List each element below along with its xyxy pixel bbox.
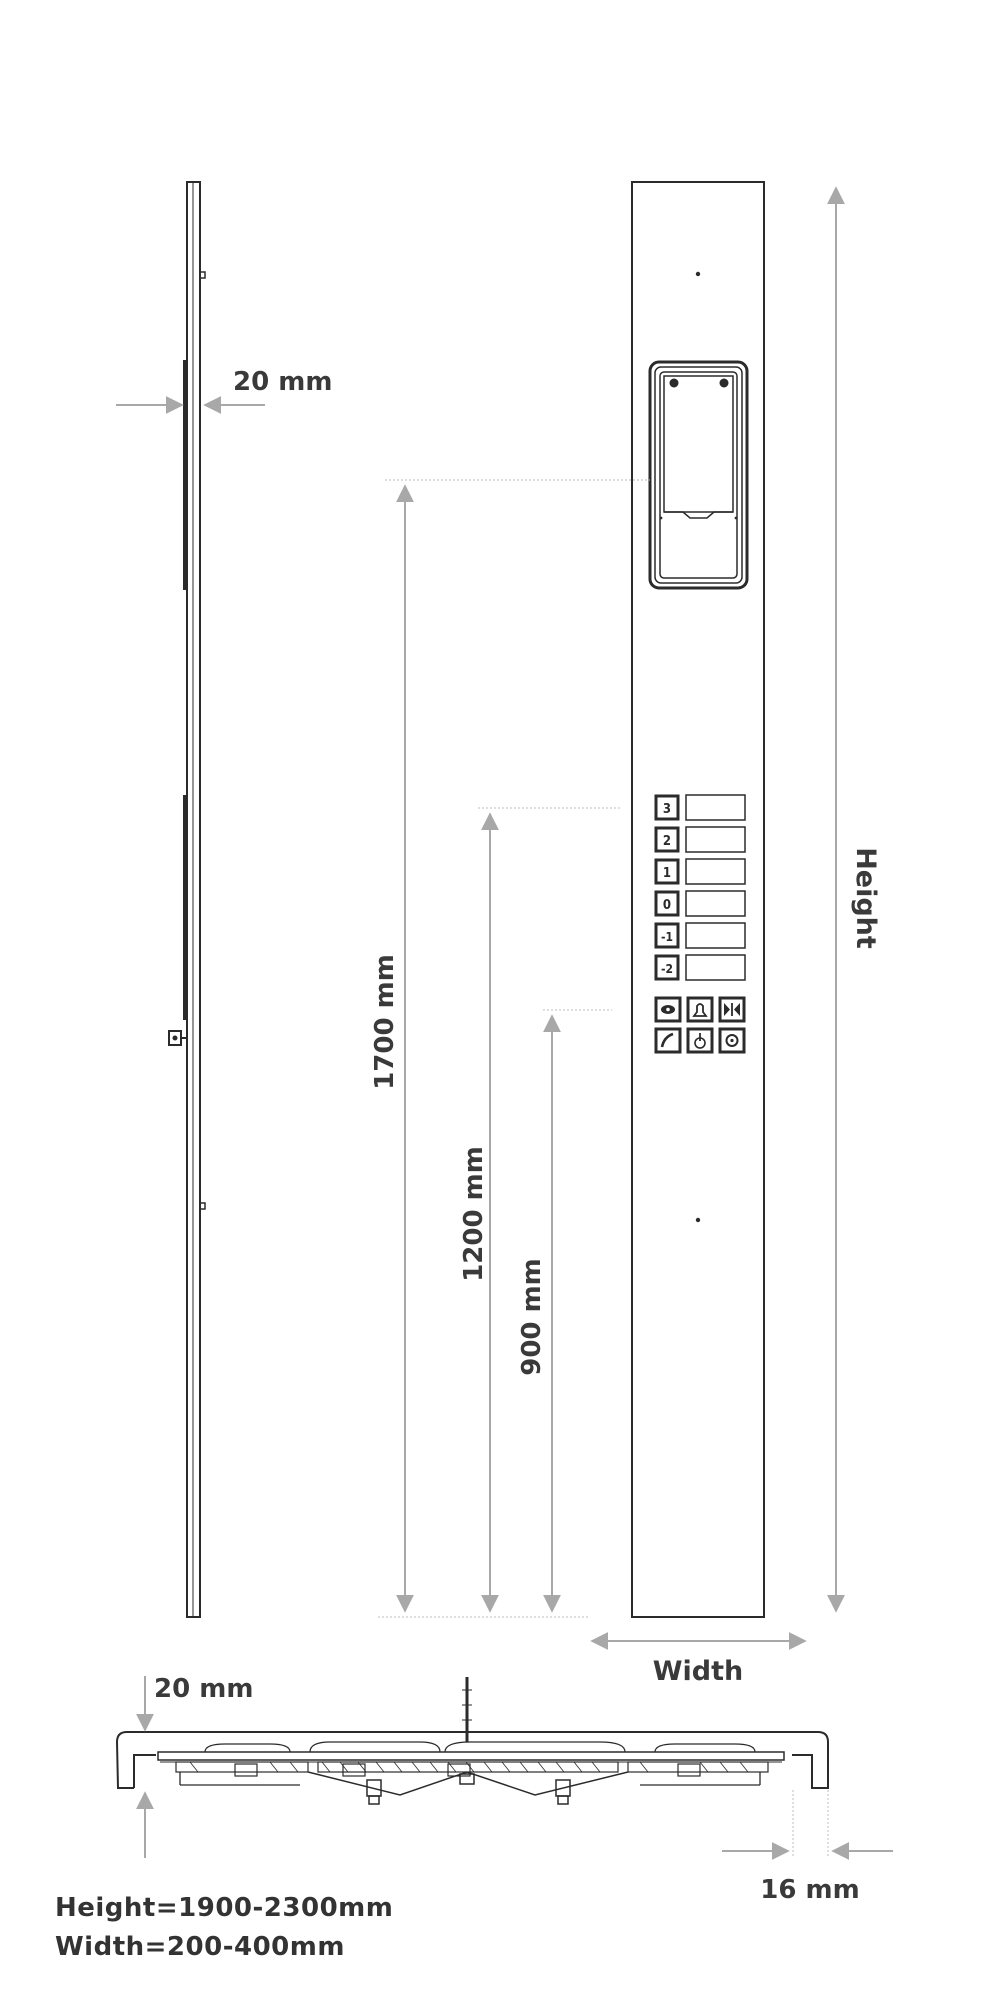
height-label: Height xyxy=(850,847,881,949)
door-open-icon[interactable] xyxy=(718,996,746,1023)
dimension-1200-label: 1200 mm xyxy=(459,1146,489,1282)
dimension-1700-label: 1700 mm xyxy=(370,954,400,1090)
section-view xyxy=(115,1677,829,1805)
width-label: Width xyxy=(653,1656,744,1687)
svg-text:3: 3 xyxy=(663,802,671,817)
bell-icon[interactable] xyxy=(686,996,714,1023)
section-depth-label: 20 mm xyxy=(154,1674,253,1704)
floor-button-group: 3 2 1 0 -1 xyxy=(654,794,746,981)
svg-text:-2: -2 xyxy=(661,962,673,976)
floor-button-2[interactable]: 2 xyxy=(654,826,746,853)
svg-text:2: 2 xyxy=(663,834,671,849)
svg-text:-1: -1 xyxy=(661,930,673,944)
side-view xyxy=(168,181,206,1618)
dimension-900-label: 900 mm xyxy=(517,1258,547,1376)
floor-button-3[interactable]: 3 xyxy=(654,794,746,821)
edge-16-label: 16 mm xyxy=(760,1875,859,1905)
side-depth-label: 20 mm xyxy=(233,367,332,397)
wheelchair-icon[interactable] xyxy=(686,1027,714,1054)
floor-button-0[interactable]: 0 xyxy=(654,890,746,917)
height-range-note: Height=1900-2300mm xyxy=(55,1893,394,1923)
svg-text:1: 1 xyxy=(663,866,671,881)
floor-button-1[interactable]: 1 xyxy=(654,858,746,885)
edge-16-dimension xyxy=(722,1790,893,1860)
display-screen xyxy=(648,360,749,590)
dimension-guides xyxy=(378,479,650,1618)
floor-button-minus-2[interactable]: -2 xyxy=(654,954,746,981)
phone-icon[interactable] xyxy=(654,1027,682,1054)
function-button-group xyxy=(654,996,746,1054)
width-range-note: Width=200-400mm xyxy=(55,1932,345,1962)
eye-icon[interactable] xyxy=(654,996,682,1023)
fan-icon[interactable] xyxy=(718,1027,746,1054)
floor-button-minus-1[interactable]: -1 xyxy=(654,922,746,949)
svg-text:0: 0 xyxy=(663,898,671,913)
key-switch-icon xyxy=(168,1030,187,1046)
front-view: 3 2 1 0 -1 xyxy=(631,181,765,1618)
